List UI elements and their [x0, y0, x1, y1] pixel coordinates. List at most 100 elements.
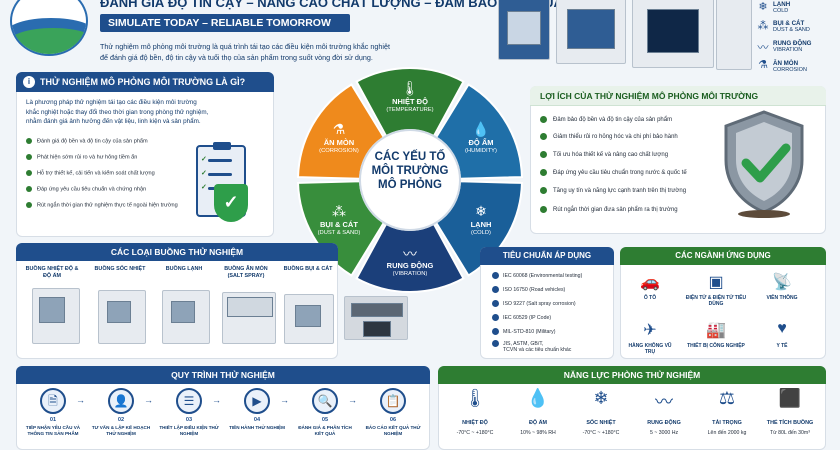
industry-label: VIỄN THÔNG — [766, 295, 798, 301]
wheel-segment-label: ĐỘ ẨM(HUMIDITY) — [465, 138, 497, 154]
slogan-banner: SIMULATE TODAY – RELIABLE TOMORROW — [100, 14, 350, 32]
capability-label: SỐC NHIỆT — [586, 420, 616, 426]
cube-icon: ⬛ — [778, 388, 802, 408]
intro-text: Thử nghiệm mô phỏng môi trường là quá tr… — [100, 41, 495, 63]
check-icon — [540, 206, 547, 213]
clipboard-icon: ✓ ✓ ✓ — [196, 142, 246, 217]
definition-bullet: Đáp ứng yêu cầu tiêu chuẩn và chứng nhận — [26, 186, 146, 192]
capability-value: -70°C ~ +180°C — [582, 430, 620, 436]
definition-bullet: Hỗ trợ thiết kế, cải tiến và kiểm soát c… — [26, 170, 155, 176]
definition-bullet: Phát hiện sớm rủi ro và hư hỏng tiềm ẩn — [26, 154, 137, 160]
capability-label: TẢI TRỌNG — [712, 420, 742, 426]
magnifier-icon: 🔍 — [312, 388, 338, 414]
process-step-label: BÁO CÁO KẾT QUẢ THỬ NGHIỆM — [365, 425, 421, 436]
droplet-icon: 💧 — [526, 388, 550, 408]
process-step-number: 06 — [389, 417, 397, 423]
benefit-bullet: Tăng uy tín và năng lực cạnh tranh trên … — [540, 187, 686, 194]
check-icon — [26, 186, 32, 192]
info-icon: i — [23, 76, 35, 88]
droplet-icon: 💧 — [472, 121, 490, 137]
thermometer-icon: 🌡 — [401, 80, 419, 96]
industry-label: ĐIỆN TỬ & ĐIỆN TỬ TIÊU DÙNG — [685, 295, 747, 307]
industry-label: Ô TÔ — [643, 295, 657, 301]
standard-item: MIL-STD-810 (Military) — [492, 328, 555, 335]
standard-item: IEC 60529 (IP Code) — [492, 314, 551, 321]
definition-bullet: Đánh giá độ bền và độ tin cậy của sản ph… — [26, 138, 148, 144]
globe-icon — [492, 286, 499, 293]
benefit-bullet: Tối ưu hóa thiết kế và nâng cao chất lượ… — [540, 151, 668, 158]
process-step-number: 02 — [117, 417, 125, 423]
industry-label: Y TẾ — [776, 343, 788, 349]
chamber-image — [284, 294, 334, 344]
chamber-image — [556, 0, 626, 64]
check-icon — [26, 202, 32, 208]
globe-icon — [492, 272, 499, 279]
sliders-icon: ☰ — [176, 388, 202, 414]
benefit-bullet: Đáp ứng yêu cầu tiêu chuẩn trong nước & … — [540, 169, 687, 176]
chamber-type-label: BUỒNG SỐC NHIỆT — [94, 266, 146, 272]
factor-wheel — [297, 67, 523, 293]
process-step-number: 01 — [49, 417, 57, 423]
globe-icon — [492, 340, 499, 347]
definition-bullet: Rút ngắn thời gian thử nghiệm thực tế ng… — [26, 202, 178, 208]
wheel-segment-label: BỤI & CÁT(DUST & SAND) — [317, 220, 361, 236]
capability-value: -70°C ~ +180°C — [456, 430, 494, 436]
chamber-type-label: BUỒNG ĂN MÒN (SALT SPRAY) — [224, 266, 268, 279]
industry-label: THIẾT BỊ CÔNG NGHIỆP — [687, 343, 745, 349]
antenna-icon: 📡 — [772, 274, 792, 291]
check-icon — [540, 133, 547, 140]
vibration-table-image — [344, 296, 408, 340]
report-icon: 📋 — [380, 388, 406, 414]
chip-icon: ▣ — [708, 274, 724, 291]
company-logo — [10, 0, 88, 56]
chamber-types-title: CÁC LOẠI BUỒNG THỬ NGHIỆM — [16, 243, 338, 261]
wheel-segment-label: ĂN MÒN(CORROSION) — [319, 138, 359, 154]
industries-title: CÁC NGÀNH ỨNG DỤNG — [620, 247, 826, 265]
chamber-image — [498, 0, 550, 60]
capability-value: Từ 80L đến 30m³ — [770, 430, 810, 436]
snowflake-icon: ❄ — [758, 1, 768, 13]
standard-item: ISO 9227 (Salt spray corrosion) — [492, 300, 576, 307]
process-step-label: THIẾT LẬP ĐIỀU KIỆN THỬ NGHIỆM — [159, 425, 219, 436]
wheel-segment-label: LẠNH(COLD) — [470, 220, 492, 236]
vibration-icon: 〰 — [655, 392, 673, 412]
arrow-right-icon: → — [144, 395, 153, 405]
process-step-label: TIẾP NHẬN YÊU CẦU VÀ THÔNG TIN SẢN PHẨM — [25, 425, 81, 436]
capability-value: Lên đến 2000 kg — [707, 430, 747, 436]
chamber-type-label: BUỒNG BỤI & CÁT — [283, 266, 333, 272]
user-icon: 👤 — [108, 388, 134, 414]
standards-title: TIÊU CHUẨN ÁP DỤNG — [480, 247, 614, 265]
capability-title: NĂNG LỰC PHÒNG THỬ NGHIỆM — [438, 366, 826, 384]
shield-check-icon — [724, 110, 804, 218]
process-step-number: 04 — [253, 417, 261, 423]
plane-icon: ✈ — [643, 322, 657, 339]
thermometer-icon: 🌡 — [463, 388, 487, 408]
standard-item: JIS, ASTM, GB/T, — [492, 340, 543, 347]
standards-panel — [480, 247, 614, 359]
capability-label: NHIỆT ĐỘ — [462, 420, 488, 426]
arrow-right-icon: → — [76, 395, 85, 405]
wheel-segment-label: NHIỆT ĐỘ(TEMPERATURE) — [386, 97, 434, 113]
shield-check-icon: ✓ — [214, 184, 248, 222]
process-step-label: TƯ VẤN & LẬP KẾ HOẠCH THỬ NGHIỆM — [91, 425, 151, 436]
capability-value: 10% ~ 98% RH — [520, 430, 556, 436]
capability-value: 5 ~ 3000 Hz — [649, 430, 679, 436]
benefit-bullet: Đảm bảo độ bền và độ tin cậy của sản phẩ… — [540, 116, 672, 123]
arrow-right-icon: → — [212, 395, 221, 405]
document-icon: 🗎 — [40, 388, 66, 414]
car-icon: 🚗 — [640, 274, 660, 291]
vibration-icon: 〰 — [757, 42, 769, 54]
globe-icon — [492, 328, 499, 335]
standard-item: IEC 60068 (Environmental testing) — [492, 272, 582, 279]
corrosion-icon: ⚗ — [758, 59, 768, 71]
heart-icon: ♥ — [777, 320, 787, 337]
standard-item: ISO 16750 (Road vehicles) — [492, 286, 565, 293]
check-icon — [540, 169, 547, 176]
globe-icon — [492, 314, 499, 321]
weight-icon: ⚖ — [718, 388, 736, 408]
chamber-image — [162, 290, 210, 344]
